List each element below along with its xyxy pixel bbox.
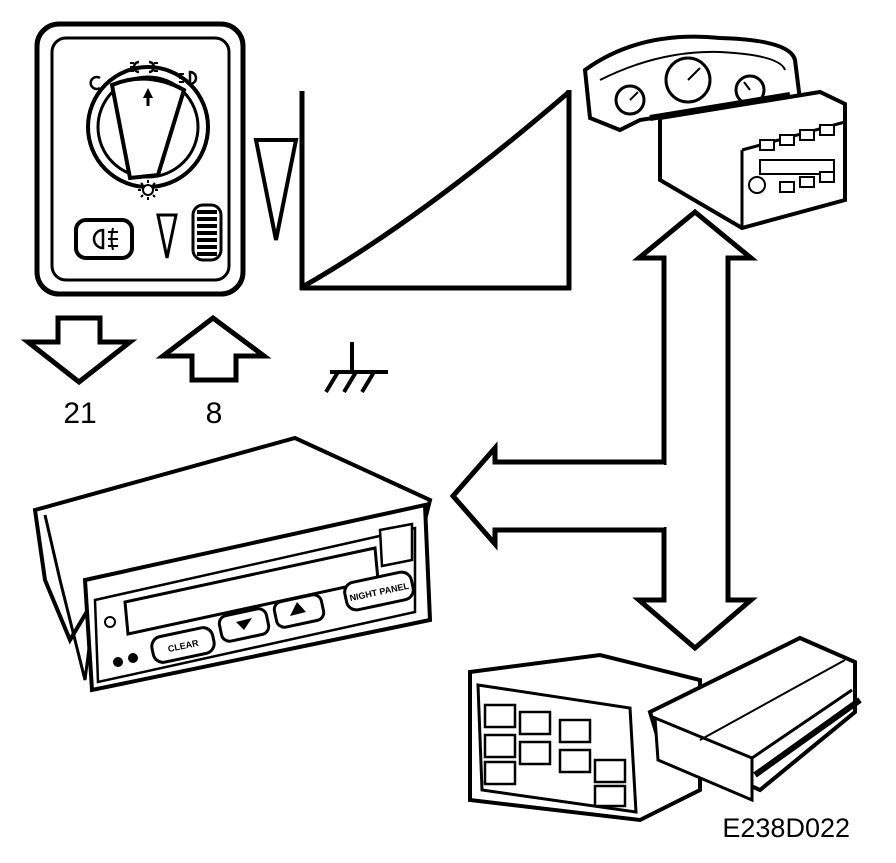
headlight-switch-icon xyxy=(86,60,210,200)
figure-id-label: E238D022 xyxy=(722,813,850,843)
sun-icon xyxy=(138,180,158,200)
down-button xyxy=(217,607,271,643)
clear-button: CLEAR xyxy=(150,626,216,664)
dimmer-wedge-icon xyxy=(156,213,178,259)
bus-connection-arrows xyxy=(449,208,758,652)
pin-in-label: 8 xyxy=(206,397,223,430)
pin-out-label: 21 xyxy=(63,397,96,430)
fog-light-button xyxy=(74,218,134,260)
down-arrow-icon xyxy=(236,618,252,630)
ground-symbol-icon xyxy=(324,342,388,394)
low-beam-icon xyxy=(130,60,158,74)
signal-in-arrow xyxy=(155,314,272,383)
up-arrow-icon xyxy=(290,602,306,616)
dimmer-thumbwheel xyxy=(191,203,223,262)
fog-light-icon xyxy=(92,228,105,250)
display-panel-unit: CLEAR NIGHT PANEL xyxy=(32,435,433,693)
night-panel-button: NIGHT PANEL xyxy=(343,570,415,612)
intensity-wedge-icon xyxy=(253,138,299,241)
up-button xyxy=(272,593,326,629)
dimming-ramp-graph xyxy=(299,90,572,291)
parking-light-icon xyxy=(89,75,101,91)
signal-out-arrow xyxy=(20,315,138,386)
control-module-box xyxy=(647,635,862,803)
light-switch-panel xyxy=(34,21,246,297)
climate-control-unit xyxy=(468,652,702,823)
headlight-icon xyxy=(179,70,198,86)
radio-unit xyxy=(658,89,847,231)
